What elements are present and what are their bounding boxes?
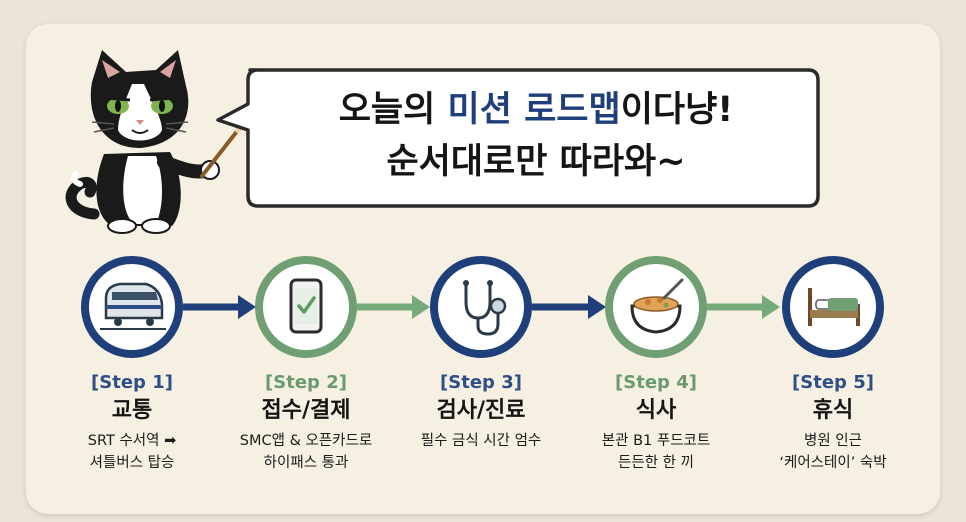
arrow-4-icon xyxy=(707,295,780,319)
train-icon xyxy=(100,282,166,330)
bubble-line-2: 순서대로만 따라와~ xyxy=(386,142,686,182)
step-2-desc-line-2: 하이패스 통과 xyxy=(263,455,349,471)
step-3-title: 검사/진료 xyxy=(436,398,526,423)
step-4-title: 식사 xyxy=(635,398,677,423)
step-2-title: 접수/결제 xyxy=(261,398,351,423)
step-2-tag: [Step 2] xyxy=(265,372,347,393)
step-3-circle xyxy=(430,256,532,358)
bed-icon xyxy=(808,288,860,326)
arrow-2-icon xyxy=(357,295,430,319)
step-5: [Step 5] 휴식 병원 인근 ‘케어스테이’ 숙박 xyxy=(743,372,923,474)
step-2: [Step 2] 접수/결제 SMC앱 & 오픈카드로 하이패스 통과 xyxy=(216,372,396,474)
step-1-desc-line-1: SRT 수서역 ➡ xyxy=(87,433,177,449)
bubble-line-1: 오늘의 미션 로드맵이다냥! xyxy=(256,84,816,136)
step-5-desc-line-2: ‘케어스테이’ 숙박 xyxy=(779,455,887,471)
step-3-tag: [Step 3] xyxy=(440,372,522,393)
step-1: [Step 1] 교통 SRT 수서역 ➡ 셔틀버스 탑승 xyxy=(42,372,222,474)
step-1-title: 교통 xyxy=(111,398,153,423)
arrow-1-icon xyxy=(183,295,256,319)
step-1-desc-line-2: 셔틀버스 탑승 xyxy=(89,455,175,471)
speech-bubble xyxy=(216,68,820,208)
step-4: [Step 4] 식사 본관 B1 푸드코트 든든한 한 끼 xyxy=(566,372,746,474)
step-2-desc-line-1: SMC앱 & 오픈카드로 xyxy=(239,433,373,449)
step-4-desc-line-1: 본관 B1 푸드코트 xyxy=(601,433,711,449)
step-5-tag: [Step 5] xyxy=(792,372,874,393)
bubble-message: 오늘의 미션 로드맵이다냥! 순서대로만 따라와~ xyxy=(256,84,816,188)
step-5-desc-line-1: 병원 인근 xyxy=(804,433,862,449)
step-1-tag: [Step 1] xyxy=(91,372,173,393)
step-5-title: 휴식 xyxy=(812,398,854,423)
food-bowl-icon xyxy=(630,278,684,334)
step-4-tag: [Step 4] xyxy=(615,372,697,393)
stethoscope-icon xyxy=(463,280,507,336)
cat-mascot-icon xyxy=(65,50,241,234)
step-4-desc-line-2: 든든한 한 끼 xyxy=(618,455,694,471)
smartphone-check-icon xyxy=(289,278,323,334)
bubble-text-part: 오늘의 xyxy=(338,90,448,130)
step-3: [Step 3] 검사/진료 필수 금식 시간 엄수 xyxy=(391,372,571,452)
arrow-3-icon xyxy=(532,295,606,319)
bubble-text-part: 이다냥! xyxy=(620,90,734,130)
bubble-highlight: 미션 로드맵 xyxy=(447,90,621,130)
step-3-desc-line-1: 필수 금식 시간 엄수 xyxy=(420,433,542,449)
